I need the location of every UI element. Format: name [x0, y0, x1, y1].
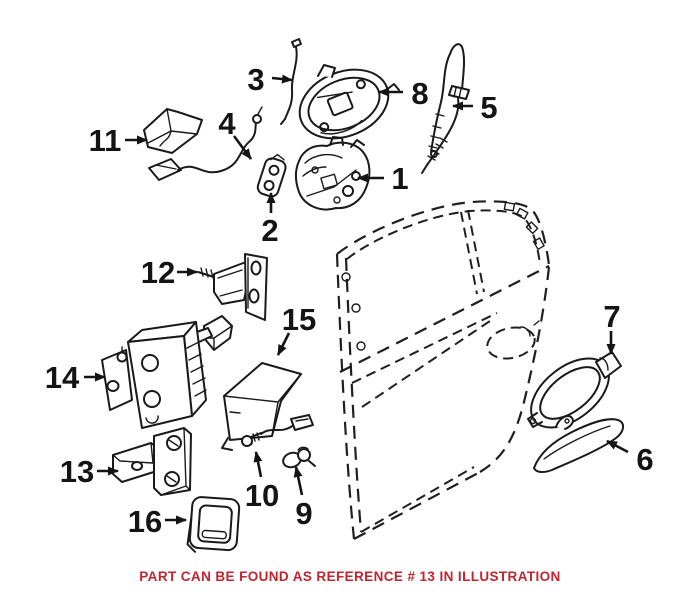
door-edge-holes [341, 272, 366, 351]
part-9-clip [282, 446, 316, 469]
part-6-handle-grip [533, 415, 624, 474]
part-ref-4: 4 [218, 106, 236, 141]
part-2-lock-bracket [256, 153, 287, 198]
leader-15 [276, 332, 291, 356]
part-ref-3: 3 [247, 62, 264, 97]
part-ref-7: 7 [603, 299, 620, 334]
part-ref-15: 15 [282, 302, 316, 337]
part-10-cable-grommet [241, 414, 314, 447]
leader-6 [606, 439, 629, 454]
part-1-lock-actuator [295, 136, 371, 211]
part-ref-6: 6 [636, 442, 653, 477]
part-11-trim-piece [143, 108, 203, 154]
part-ref-12: 12 [141, 255, 175, 290]
part-13-hinge [112, 427, 192, 496]
part-14-door-check [101, 315, 233, 429]
part-3-lock-rod [280, 38, 302, 125]
leader-10 [253, 451, 263, 478]
part-ref-1: 1 [391, 161, 408, 196]
door-panel-outline [335, 200, 551, 540]
part-ref-11: 11 [89, 123, 122, 158]
part-ref-10: 10 [245, 478, 279, 513]
part-ref-8: 8 [411, 76, 428, 111]
part-ref-5: 5 [480, 90, 497, 125]
leader-9 [293, 466, 304, 496]
part-15-wedge-bracket [221, 362, 302, 451]
part-8-handle-carrier [298, 64, 400, 140]
part-16-frame [186, 496, 241, 553]
reference-caption: PART CAN BE FOUND AS REFERENCE # 13 IN I… [139, 569, 561, 584]
leader-4 [232, 135, 253, 160]
part-ref-9: 9 [295, 496, 312, 531]
reference-labels: 1 2 3 4 5 6 7 8 9 10 11 12 13 14 15 16 [45, 62, 654, 539]
part-ref-14: 14 [45, 360, 80, 395]
part-4-bowden-wire [148, 106, 263, 181]
part-7-handle-gasket [527, 351, 622, 429]
part-ref-16: 16 [128, 504, 162, 539]
part-5-bowden-cable [421, 43, 470, 174]
window-frame-clips [503, 201, 545, 251]
door-handle-recess [486, 320, 540, 360]
leader-3 [271, 74, 293, 84]
part-ref-13: 13 [60, 454, 94, 489]
part-12-striker [197, 253, 268, 321]
leader-arrows [84, 74, 629, 525]
part-ref-2: 2 [261, 213, 278, 248]
